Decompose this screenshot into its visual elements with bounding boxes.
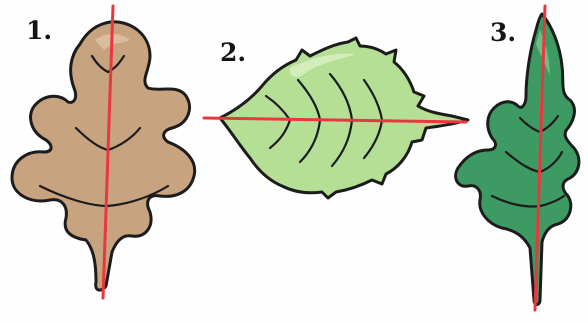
leaf-3-label: 3. (490, 20, 516, 45)
leaf-2-label: 2. (220, 40, 246, 65)
leaf-1-label: 1. (26, 18, 52, 43)
leaf-3-blade (456, 14, 579, 305)
leaf-3 (456, 14, 579, 305)
